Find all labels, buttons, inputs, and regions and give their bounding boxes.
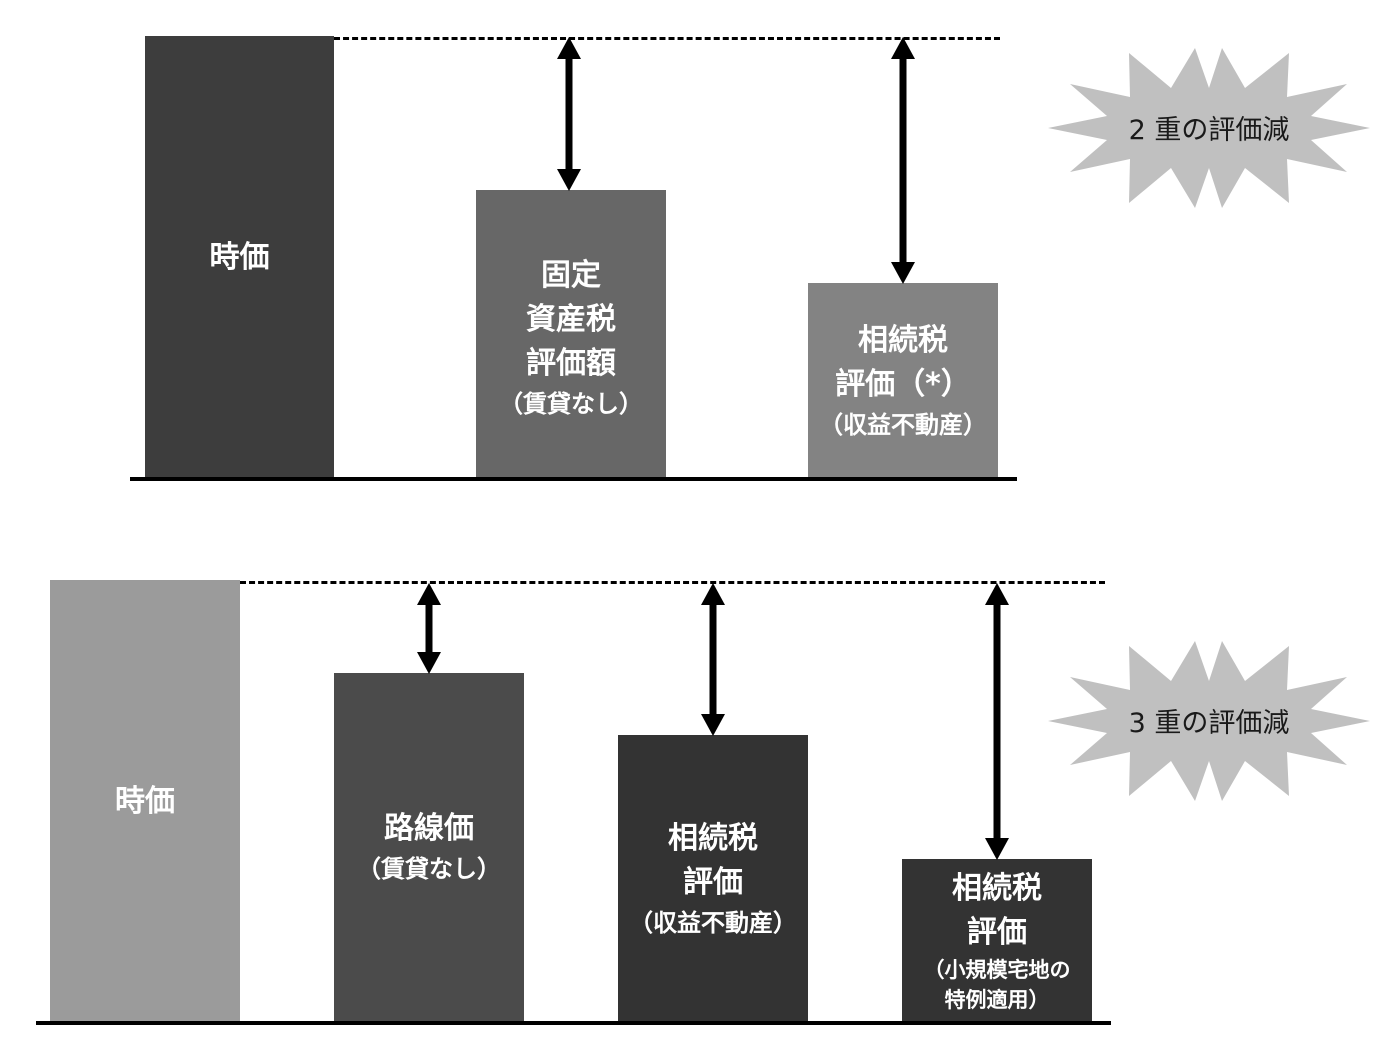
baseline xyxy=(130,477,1017,481)
bar-note: 特例適用） xyxy=(944,988,1050,1012)
bar-label-line: 評価（*） xyxy=(835,367,971,402)
bar-road-price: 路線価 （賃貸なし） xyxy=(334,673,524,1023)
badge-label: 2 重の評価減 xyxy=(1128,115,1290,146)
bar-note: （賃貸なし） xyxy=(499,390,643,418)
double-arrow-icon xyxy=(417,583,441,674)
baseline xyxy=(36,1021,1111,1025)
bar-label-line: 評価 xyxy=(967,915,1027,950)
double-arrow-icon xyxy=(985,583,1009,860)
bar-note: （収益不動産） xyxy=(819,411,987,439)
bar-label-line: 評価額 xyxy=(526,346,616,381)
market-value-dashed-line xyxy=(240,581,1105,584)
bar-note: （小規模宅地の xyxy=(923,958,1071,982)
bar-label-line: 相続税 xyxy=(668,821,758,856)
bar-label-line: 時価 xyxy=(115,784,175,819)
bar-label-line: 評価 xyxy=(683,865,743,900)
bar-small-residential-land-value: 相続税 評価 （小規模宅地の 特例適用） xyxy=(902,859,1092,1023)
starburst-badge-icon xyxy=(1048,48,1370,208)
bar-inheritance-tax-value: 相続税 評価 （収益不動産） xyxy=(618,735,808,1023)
bar-label-line: 相続税 xyxy=(858,323,948,358)
badge-label: 3 重の評価減 xyxy=(1128,708,1290,739)
bar-market-value: 時価 xyxy=(145,36,334,479)
market-value-dashed-line xyxy=(334,37,1000,40)
double-arrow-icon xyxy=(701,583,725,736)
bar-fixed-asset-tax-value: 固定 資産税 評価額 （賃貸なし） xyxy=(476,190,666,479)
bar-label-line: 時価 xyxy=(209,239,270,275)
double-arrow-icon xyxy=(891,37,915,284)
starburst-badge-icon xyxy=(1048,641,1370,801)
double-arrow-icon xyxy=(557,37,581,191)
bar-note: （収益不動産） xyxy=(629,909,797,937)
bar-label-line: 相続税 xyxy=(952,871,1042,906)
bar-market-value: 時価 xyxy=(50,580,240,1023)
bar-label-line: 固定 xyxy=(541,258,601,293)
bar-label-line: 資産税 xyxy=(526,302,616,337)
bar-inheritance-tax-value: 相続税 評価（*） （収益不動産） xyxy=(808,283,998,479)
bar-note: （賃貸なし） xyxy=(357,855,501,883)
bar-label-line: 路線価 xyxy=(384,811,474,846)
